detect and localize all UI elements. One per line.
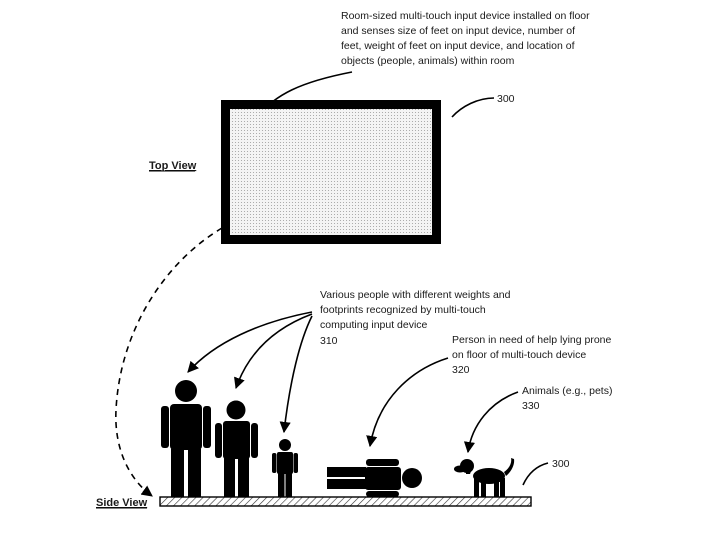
top-ref-number: 300 (497, 93, 515, 105)
people-caption-line-1: Various people with different weights an… (320, 289, 511, 301)
animal-caption-line-1: Animals (e.g., pets) (522, 385, 612, 397)
people-caption-ref: 310 (320, 335, 338, 347)
people-caption-line-3: computing input device (320, 319, 428, 331)
prone-caption-ref: 320 (452, 364, 470, 376)
side-ref-leader (522, 462, 549, 486)
top-caption-line-3: feet, weight of feet on input device, an… (341, 40, 575, 52)
people-arrow-medium (234, 313, 313, 390)
people-arrow-large (187, 311, 313, 373)
top-caption-line-4: objects (people, animals) within room (341, 55, 515, 67)
top-caption-line-1: Room-sized multi-touch input device inst… (341, 10, 590, 22)
top-caption-line-2: and senses size of feet on input device,… (341, 25, 575, 37)
top-ref-leader (451, 97, 495, 118)
top-caption: Room-sized multi-touch input device inst… (341, 10, 593, 67)
prone-caption-line-2: on floor of multi-touch device (452, 349, 586, 361)
people-arrow-small (279, 315, 313, 434)
side-view-label: Side View (96, 497, 148, 509)
prone-caption-line-1: Person in need of help lying prone (452, 334, 612, 346)
top-view-label: Top View (149, 160, 197, 172)
people-caption-line-2: footprints recognized by multi-touch (320, 304, 486, 316)
person-prone-icon (327, 459, 422, 497)
prone-arrow (366, 357, 449, 448)
animal-caption: Animals (e.g., pets) 330 (522, 385, 615, 412)
top-view-device (221, 100, 441, 244)
person-medium-icon (215, 400, 258, 497)
view-connector-dashed (115, 227, 223, 497)
person-large-icon (161, 380, 211, 497)
animal-caption-ref: 330 (522, 400, 540, 412)
prone-caption: Person in need of help lying prone on fl… (452, 334, 614, 376)
animal-arrow (463, 391, 519, 454)
side-ref-number: 300 (552, 458, 570, 470)
dog-icon (454, 458, 515, 497)
person-small-icon (272, 439, 298, 497)
people-caption: Various people with different weights an… (320, 289, 513, 347)
side-view-floor-device (159, 496, 532, 507)
